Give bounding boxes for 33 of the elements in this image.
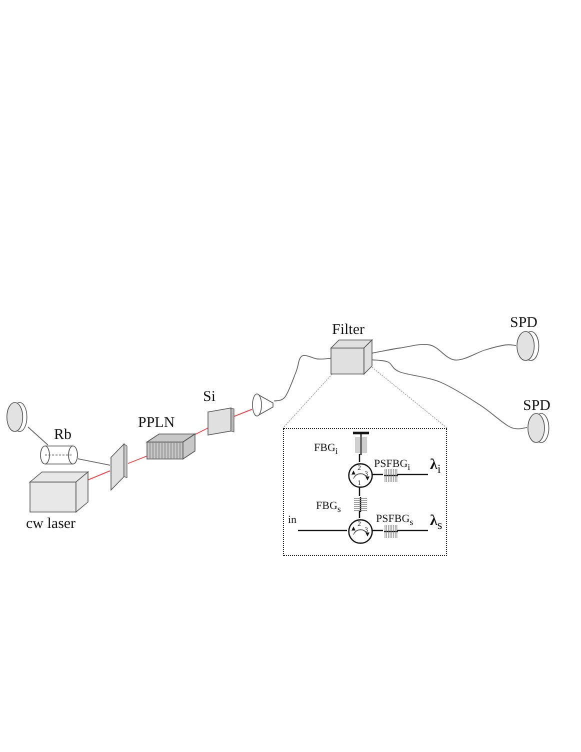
optical-fiber	[372, 344, 516, 360]
component-label: PSFBG$_{i}$	[374, 457, 410, 474]
beam-path	[78, 458, 110, 466]
component-label: FBG$_{i}$	[314, 441, 338, 458]
component-label: λ$_{i}$	[430, 457, 441, 477]
laser-beam	[128, 456, 148, 464]
component-label: cw laser	[26, 516, 76, 532]
fiber-line	[397, 530, 428, 532]
component-label: PSFBG$_{s}$	[376, 512, 414, 530]
component-label: Rb	[54, 427, 72, 443]
inset-box	[283, 428, 447, 556]
fiber-line	[358, 511, 360, 518]
optical-fiber	[274, 354, 332, 402]
laser-beam	[194, 428, 208, 435]
zoom-projection-line	[282, 374, 333, 428]
optical-fiber	[372, 359, 528, 430]
component-label: FBG$_{s}$	[316, 499, 341, 516]
fiber-line	[358, 454, 360, 462]
laser-beam	[234, 408, 252, 417]
component-label: SPD	[510, 315, 538, 331]
fiber-line	[372, 474, 383, 476]
component-label: Si	[203, 389, 216, 405]
laser-beam	[88, 470, 110, 480]
component-label: PPLN	[138, 415, 175, 431]
fiber-line	[298, 530, 347, 532]
fiber-line	[397, 474, 428, 476]
component-label: in	[288, 513, 297, 527]
component-label: SPD	[523, 398, 551, 414]
zoom-projection-line	[372, 366, 448, 428]
beam-path	[28, 426, 48, 446]
component-label: Filter	[332, 322, 364, 338]
fiber-line	[372, 530, 383, 532]
component-label: λ$_{s}$	[430, 513, 442, 533]
